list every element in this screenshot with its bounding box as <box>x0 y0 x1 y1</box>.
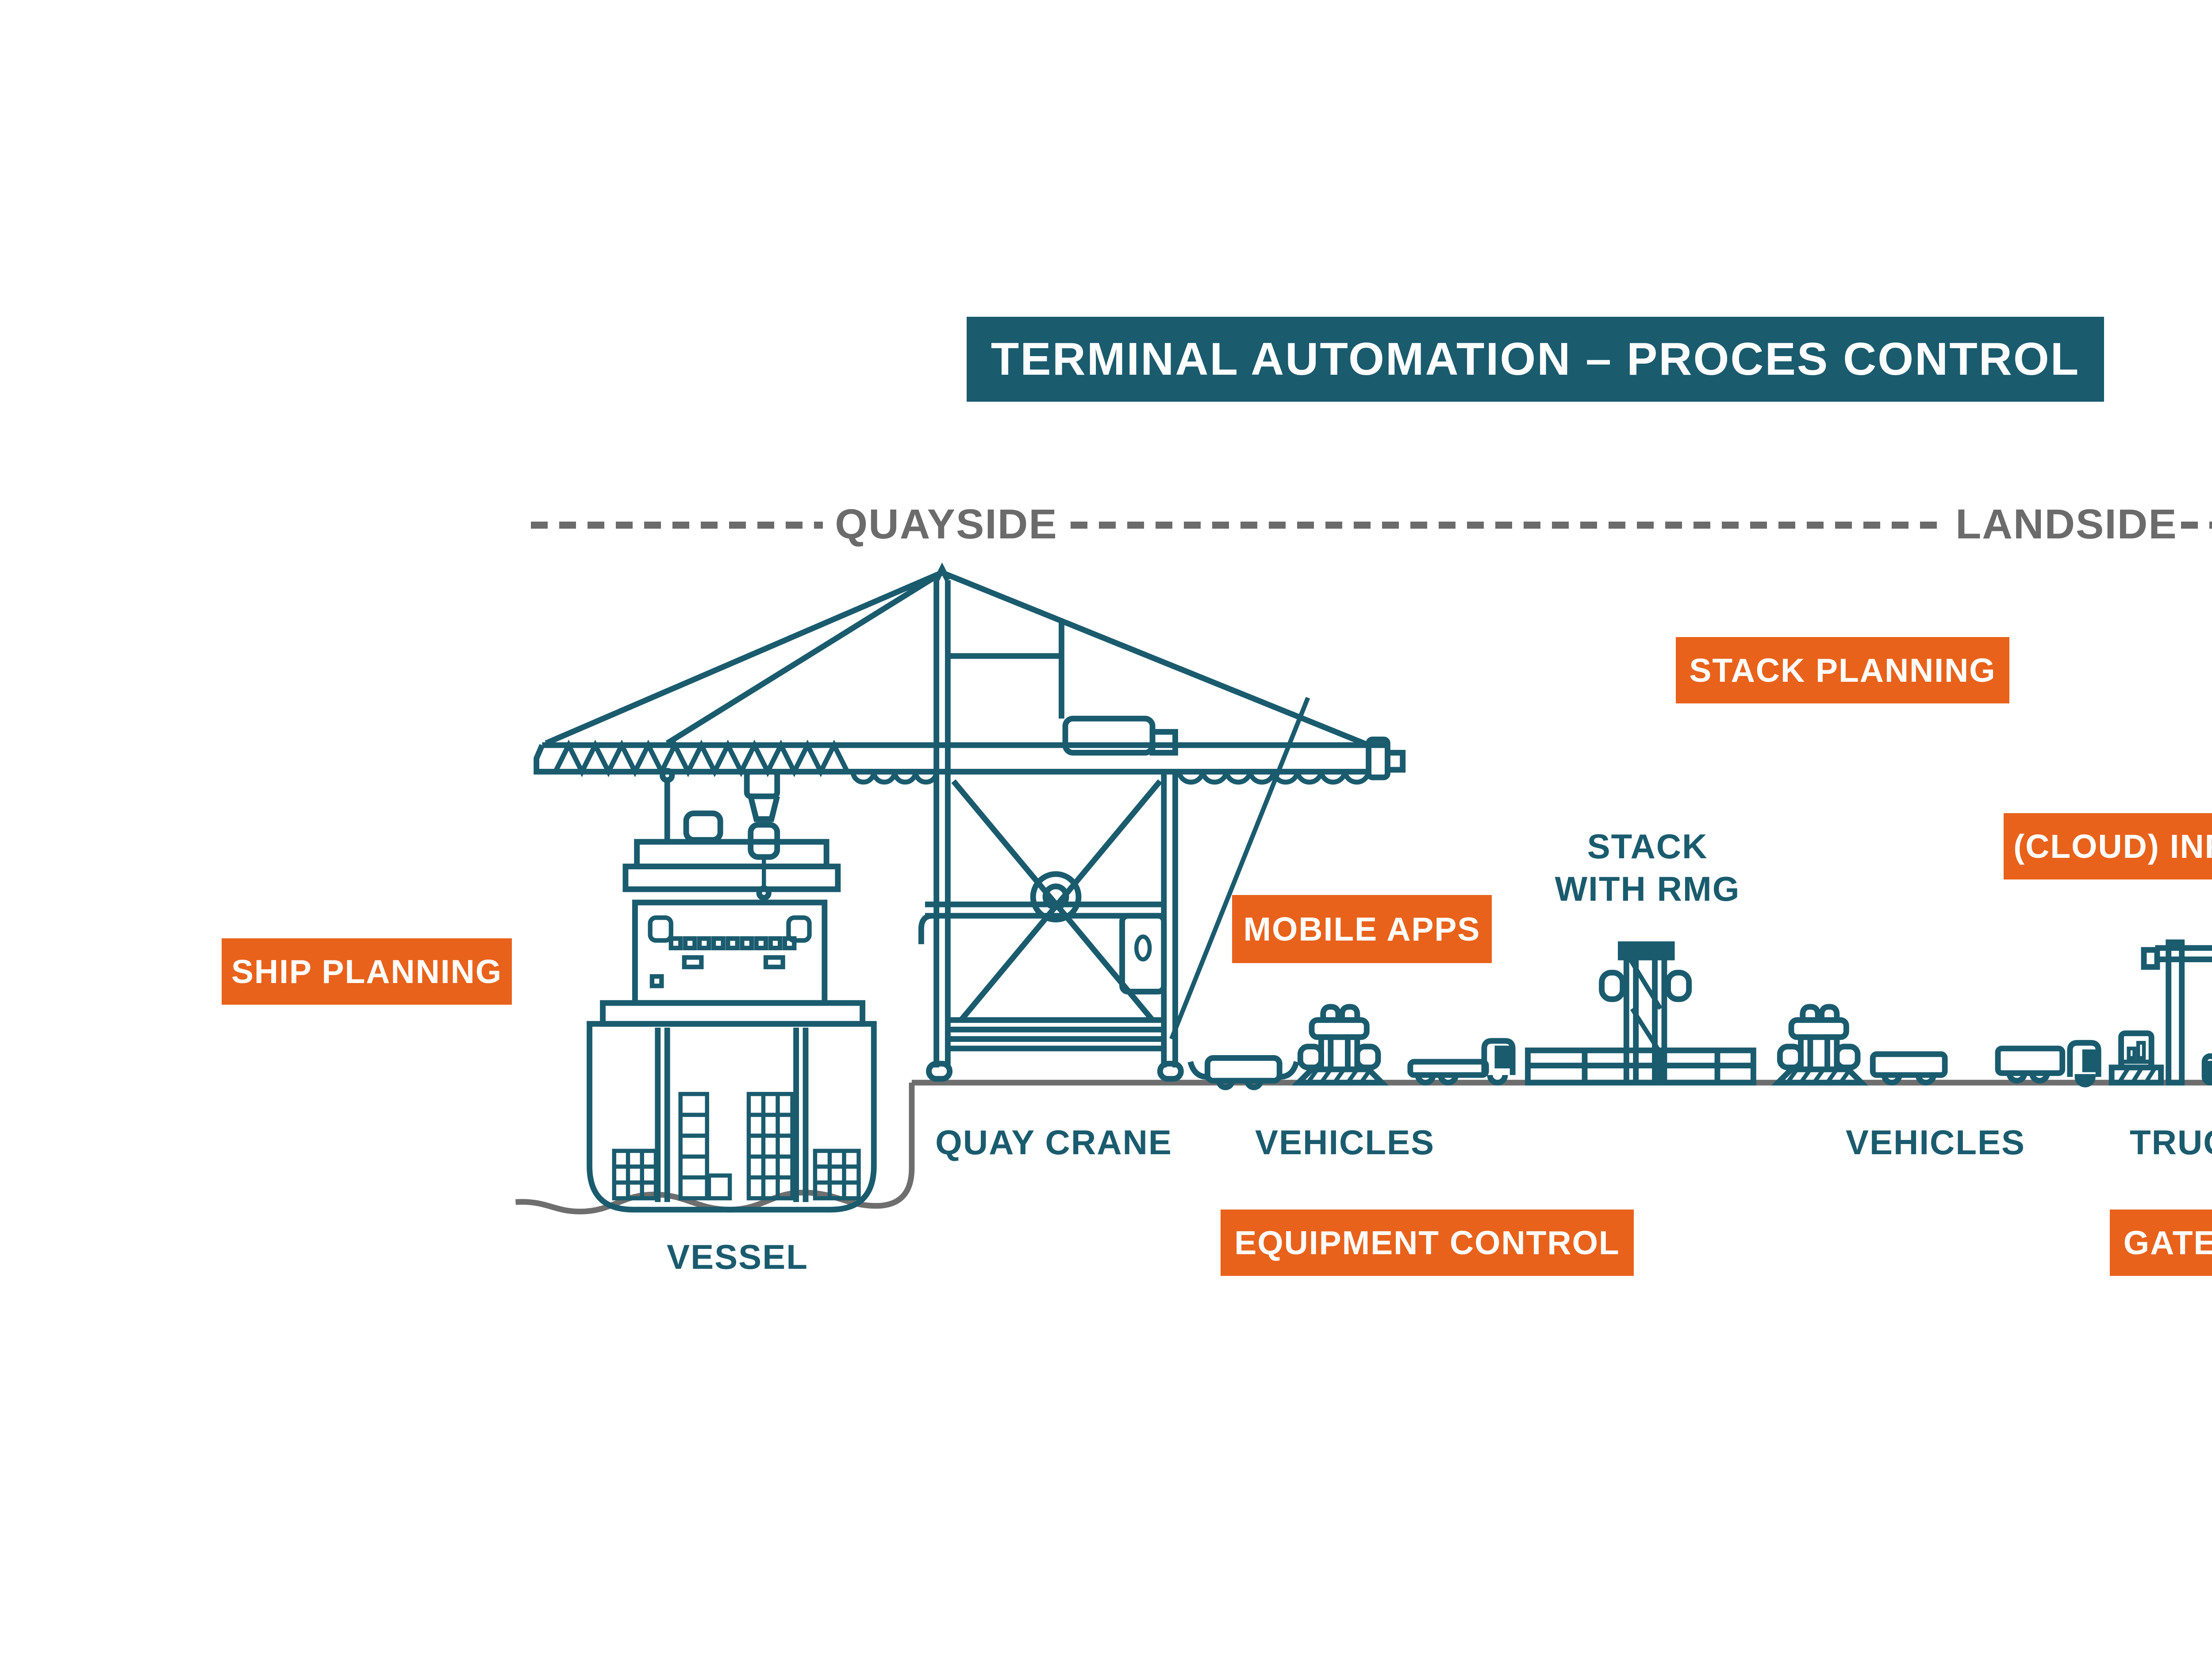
gate-portal-icon <box>2141 939 2212 1086</box>
water-line <box>515 1083 915 1215</box>
terminal-tractor-icon <box>1407 1038 1516 1086</box>
zone-label-quayside: QUAYSIDE <box>835 501 1058 548</box>
caption-trucks-train: TRUCKS / TRAIN <box>2130 1123 2212 1162</box>
caption-stack-with-rmg: STACK WITH RMG <box>1493 825 1802 910</box>
container-stacks-in-hold <box>612 1092 861 1201</box>
winch-drum-icon <box>1030 871 1082 922</box>
bridge-windows <box>648 915 812 988</box>
caption-vehicles-quayside: VEHICLES <box>1255 1123 1435 1162</box>
label-gate-handling: GATE HANDLING <box>2110 1210 2212 1276</box>
dashed-divider-segment <box>531 522 823 529</box>
agv-cart-icon <box>1187 1055 1299 1091</box>
dashed-divider-segment <box>2181 522 2212 529</box>
page-title: TERMINAL AUTOMATION – PROCES CONTROL <box>967 317 2104 402</box>
straddle-carrier-icon <box>1771 1004 1869 1086</box>
caption-quay-crane: QUAY CRANE <box>935 1123 1172 1162</box>
label-cloud-information-portal: (CLOUD) INFORMATION PORTAL <box>2004 813 2212 879</box>
funnel-icon <box>683 810 723 843</box>
container-stack-rmg <box>1525 941 1948 1086</box>
label-mobile-apps: MOBILE APPS <box>1232 895 1492 963</box>
zone-label-landside: LANDSIDE <box>1955 501 2177 548</box>
label-ship-planning: SHIP PLANNING <box>222 938 512 1005</box>
caption-vessel: VESSEL <box>667 1237 808 1276</box>
rmg-crane-icon <box>1599 941 1692 1083</box>
terminal-vehicles-quayside <box>1187 1004 1516 1091</box>
straddle-carrier-icon <box>1291 1004 1389 1086</box>
quay-crane-illustration <box>534 562 1406 1082</box>
spreader-trolley-icon <box>744 768 780 901</box>
label-equipment-control: EQUIPMENT CONTROL <box>1221 1210 1634 1276</box>
truck-chassis-icons <box>2201 1053 2212 1086</box>
caption-stack-line1: STACK <box>1587 827 1708 866</box>
trailer-cart-icon <box>1870 1051 1948 1086</box>
gate-kiosk-icon <box>2108 1030 2164 1086</box>
gate-truck-icon <box>1995 1040 2101 1087</box>
gate-area-illustration <box>1995 939 2212 1087</box>
caption-stack-line2: WITH RMG <box>1555 869 1740 908</box>
label-stack-planning: STACK PLANNING <box>1676 637 2009 703</box>
vessel-illustration <box>587 768 877 1213</box>
dashed-divider-segment <box>1071 522 1944 529</box>
caption-vehicles-landside: VEHICLES <box>1845 1123 2026 1162</box>
